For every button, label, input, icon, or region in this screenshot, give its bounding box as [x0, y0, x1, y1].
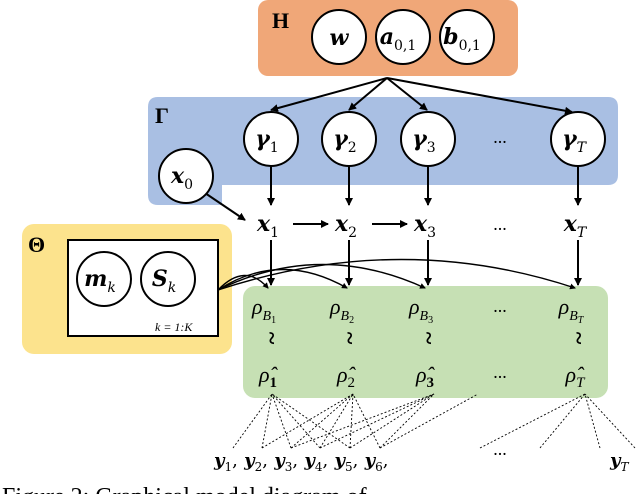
tilde-T: ~ — [565, 332, 591, 345]
label-x2: x2 — [334, 211, 357, 241]
h-to-gamma-edges — [270, 77, 573, 115]
label-m: mk — [84, 266, 116, 296]
theta-to-rho-edges — [217, 258, 576, 291]
x-to-rho-edges — [267, 240, 582, 286]
node-gamma-2 — [321, 111, 377, 167]
label-b: b0,1 — [443, 24, 481, 54]
ellipsis-y: ... — [493, 439, 507, 459]
figure-caption: Figure 2: Graphical model diagram of ... — [2, 484, 391, 494]
label-x3: x3 — [413, 211, 436, 241]
label-rhoB1: ρB1 — [251, 294, 276, 326]
ellipsis-rhoB: ... — [493, 296, 507, 316]
gamma-group-label: Γ — [155, 103, 169, 128]
label-w: w — [330, 25, 350, 51]
theta-nodes — [76, 251, 196, 307]
node-b — [439, 9, 495, 65]
label-rhoB2: ρB2 — [329, 294, 354, 326]
label-x0: x0 — [170, 163, 193, 193]
theta-group-label: Θ — [28, 232, 45, 257]
ellipsis-x: ... — [493, 214, 507, 234]
node-gamma-T — [550, 111, 606, 167]
label-x1: x1 — [256, 211, 279, 241]
label-gamma-2: γ2 — [333, 126, 356, 156]
label-xT: xT — [563, 211, 588, 241]
gamma-nodes — [243, 111, 606, 167]
label-rhoBT: ρBT — [558, 294, 585, 326]
h-group-label: H — [272, 8, 289, 33]
tilde-1: ~ — [258, 332, 284, 345]
gamma-group-box — [148, 97, 618, 205]
label-rhoB3: ρB3 — [408, 294, 433, 326]
tilde-3: ~ — [415, 332, 441, 345]
node-gamma-3 — [400, 111, 456, 167]
node-w — [311, 9, 367, 65]
gamma-to-x-edges — [267, 166, 582, 206]
label-gamma-T: γT — [562, 126, 588, 156]
label-a: a0,1 — [380, 24, 417, 54]
node-gamma-1 — [243, 111, 299, 167]
label-gamma-1: γ1 — [255, 126, 278, 156]
node-x0 — [158, 148, 214, 204]
label-yT: yT — [609, 450, 629, 474]
x0-to-x1-edge — [204, 192, 246, 221]
tilde-2: ~ — [336, 332, 362, 345]
node-S — [140, 251, 196, 307]
node-m — [76, 251, 132, 307]
h-nodes — [311, 9, 495, 65]
rho-group-box — [243, 286, 608, 398]
ellipsis-rhohat: ... — [493, 362, 507, 382]
y-to-rho-hat-edges — [232, 393, 636, 449]
node-a — [375, 9, 431, 65]
label-gamma-3: γ3 — [412, 126, 435, 156]
y-sequence: y1, y2, y3, y4, y5, y6, — [213, 450, 388, 474]
ellipsis-gamma: ... — [493, 127, 507, 147]
plate-label: k = 1:K — [155, 320, 193, 334]
label-S: Sk — [152, 266, 176, 296]
